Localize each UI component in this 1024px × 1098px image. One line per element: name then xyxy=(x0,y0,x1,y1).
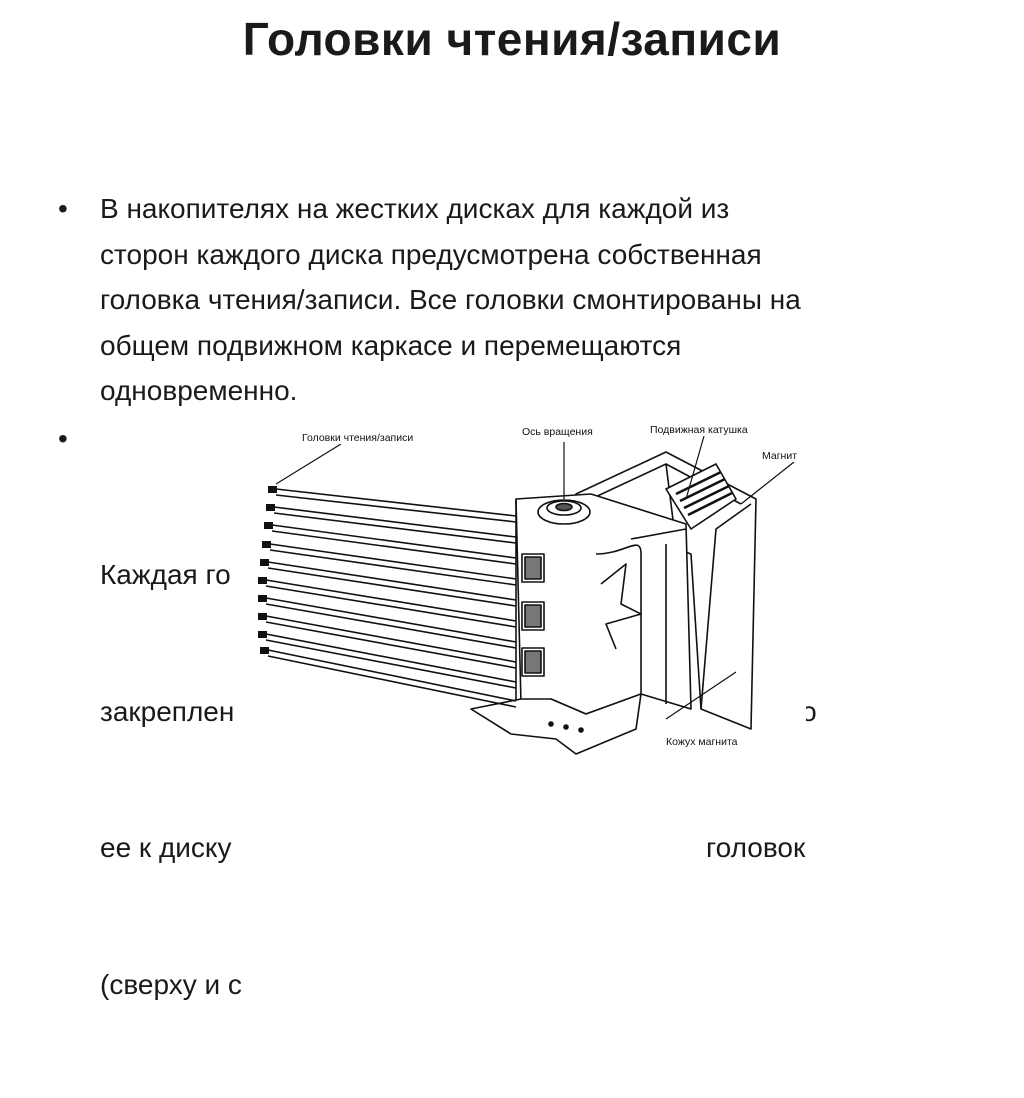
head-assembly-drawing xyxy=(246,404,806,764)
bullet-marker: • xyxy=(58,186,68,232)
bullet-line: общем подвижном каркасе и перемещаются xyxy=(100,323,978,369)
slide-title: Головки чтения/записи xyxy=(0,12,1024,66)
bullet-line: В накопителях на жестких дисках для кажд… xyxy=(100,186,978,232)
head-arms xyxy=(266,489,516,707)
bullet-item-1: • В накопителях на жестких дисках для ка… xyxy=(58,186,978,414)
label-heads: Головки чтения/записи xyxy=(302,432,413,444)
label-coil: Подвижная катушка xyxy=(650,424,748,436)
bullet-line: головка чтения/записи. Все головки смонт… xyxy=(100,277,978,323)
bullet-line: ее к диску головок xyxy=(100,825,978,871)
head-assembly-diagram: Головки чтения/записи Ось вращения Подви… xyxy=(246,404,806,764)
label-magnet-cover: Кожух магнита xyxy=(666,736,737,748)
head-sliders xyxy=(258,486,277,654)
label-magnet: Магнит xyxy=(762,450,797,462)
bullet-line: сторон каждого диска предусмотрена собст… xyxy=(100,232,978,278)
label-axis: Ось вращения xyxy=(522,426,593,438)
bullet-line: (сверху и с xyxy=(100,962,978,1008)
bullet-marker: • xyxy=(58,416,68,462)
